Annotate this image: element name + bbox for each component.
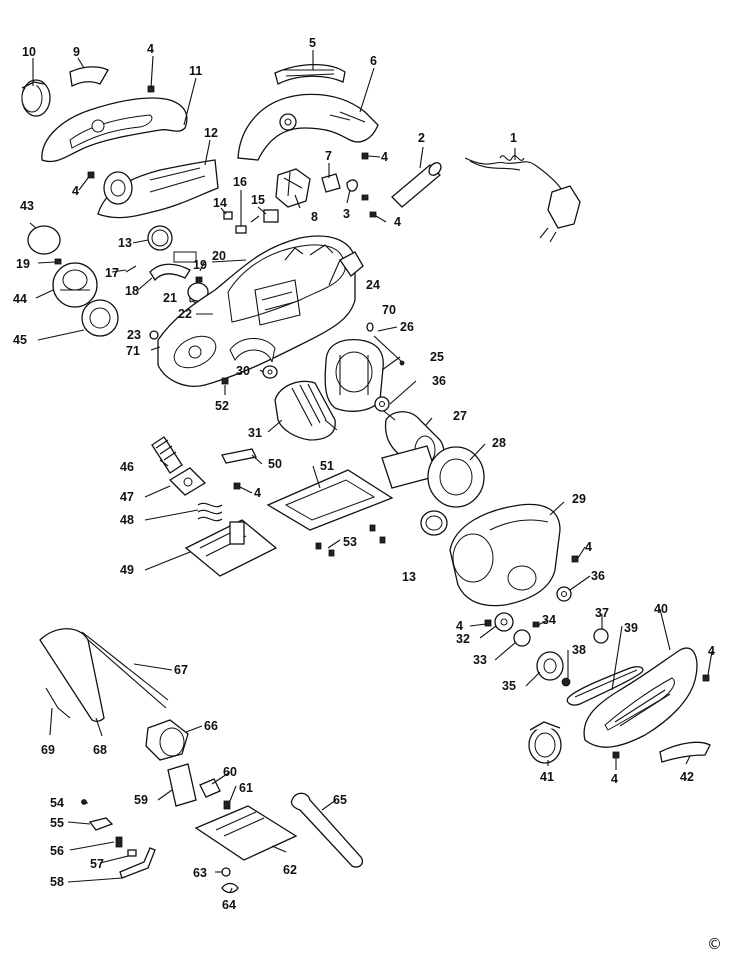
part-label-49: 49 xyxy=(120,563,134,577)
part-label-25: 25 xyxy=(430,350,444,364)
part-label-45: 45 xyxy=(13,333,27,347)
part-label-71: 71 xyxy=(126,344,140,358)
part-label-35: 35 xyxy=(502,679,516,693)
part-label-12: 12 xyxy=(204,126,218,140)
part-label-46: 46 xyxy=(120,460,134,474)
part-label-19: 19 xyxy=(16,257,30,271)
part-label-38: 38 xyxy=(572,643,586,657)
part-label-19: 19 xyxy=(193,258,207,272)
part-label-4: 4 xyxy=(585,540,592,554)
part-label-36: 36 xyxy=(591,569,605,583)
part-label-4: 4 xyxy=(456,619,463,633)
part-label-61: 61 xyxy=(239,781,253,795)
part-label-39: 39 xyxy=(624,621,638,635)
part-label-4: 4 xyxy=(381,150,388,164)
part-label-2: 2 xyxy=(418,131,425,145)
part-label-56: 56 xyxy=(50,844,64,858)
part-label-37: 37 xyxy=(595,606,609,620)
part-label-70: 70 xyxy=(382,303,396,317)
part-label-4: 4 xyxy=(254,486,261,500)
part-label-6: 6 xyxy=(370,54,377,68)
part-label-3: 3 xyxy=(343,207,350,221)
part-label-43: 43 xyxy=(20,199,34,213)
part-label-30: 30 xyxy=(236,364,250,378)
part-label-21: 21 xyxy=(163,291,177,305)
part-number-labels: 1 2 3 4 4 4 4 4 4 4 4 4 5 6 7 8 9 10 11 … xyxy=(13,36,715,912)
part-label-5: 5 xyxy=(309,36,316,50)
part-label-29: 29 xyxy=(572,492,586,506)
part-label-9: 9 xyxy=(73,45,80,59)
part-label-36: 36 xyxy=(432,374,446,388)
part-label-47: 47 xyxy=(120,490,134,504)
part-label-41: 41 xyxy=(540,770,554,784)
part-label-26: 26 xyxy=(400,320,414,334)
part-label-27: 27 xyxy=(453,409,467,423)
part-label-68: 68 xyxy=(93,743,107,757)
part-label-42: 42 xyxy=(680,770,694,784)
part-label-67: 67 xyxy=(174,663,188,677)
part-label-28: 28 xyxy=(492,436,506,450)
part-label-4: 4 xyxy=(72,184,79,198)
part-label-58: 58 xyxy=(50,875,64,889)
part-label-62: 62 xyxy=(283,863,297,877)
part-label-33: 33 xyxy=(473,653,487,667)
part-label-65: 65 xyxy=(333,793,347,807)
part-label-34: 34 xyxy=(542,613,556,627)
part-label-22: 22 xyxy=(178,307,192,321)
part-label-66: 66 xyxy=(204,719,218,733)
part-label-64: 64 xyxy=(222,898,236,912)
part-label-11: 11 xyxy=(189,64,202,78)
part-label-18: 18 xyxy=(125,284,139,298)
part-label-44: 44 xyxy=(13,292,27,306)
part-label-4: 4 xyxy=(147,42,154,56)
part-label-23: 23 xyxy=(127,328,141,342)
part-label-48: 48 xyxy=(120,513,134,527)
part-label-54: 54 xyxy=(50,796,64,810)
part-label-24: 24 xyxy=(366,278,380,292)
part-label-14: 14 xyxy=(213,196,227,210)
part-label-52: 52 xyxy=(215,399,229,413)
part-label-40: 40 xyxy=(654,602,668,616)
part-label-59: 59 xyxy=(134,793,148,807)
copyright-symbol: © xyxy=(707,935,722,953)
part-label-1: 1 xyxy=(510,131,517,145)
part-label-32: 32 xyxy=(456,632,470,646)
part-label-31: 31 xyxy=(248,426,262,440)
part-label-50: 50 xyxy=(268,457,282,471)
part-label-57: 57 xyxy=(90,857,104,871)
part-label-4: 4 xyxy=(394,215,401,229)
part-label-13: 13 xyxy=(118,236,132,250)
part-label-60: 60 xyxy=(223,765,237,779)
part-label-4: 4 xyxy=(708,644,715,658)
part-label-13: 13 xyxy=(402,570,416,584)
part-label-16: 16 xyxy=(233,175,247,189)
part-label-7: 7 xyxy=(325,149,332,163)
leader-lines xyxy=(29,50,713,894)
part-label-4: 4 xyxy=(611,772,618,786)
part-label-69: 69 xyxy=(41,743,55,757)
part-label-53: 53 xyxy=(343,535,357,549)
part-label-51: 51 xyxy=(320,459,334,473)
part-label-17: 17 xyxy=(105,266,119,280)
part-drawings xyxy=(21,64,711,894)
part-label-15: 15 xyxy=(251,193,265,207)
part-label-63: 63 xyxy=(193,866,207,880)
part-label-8: 8 xyxy=(311,210,318,224)
part-label-55: 55 xyxy=(50,816,64,830)
part-label-20: 20 xyxy=(212,249,226,263)
part-label-10: 10 xyxy=(22,45,36,59)
